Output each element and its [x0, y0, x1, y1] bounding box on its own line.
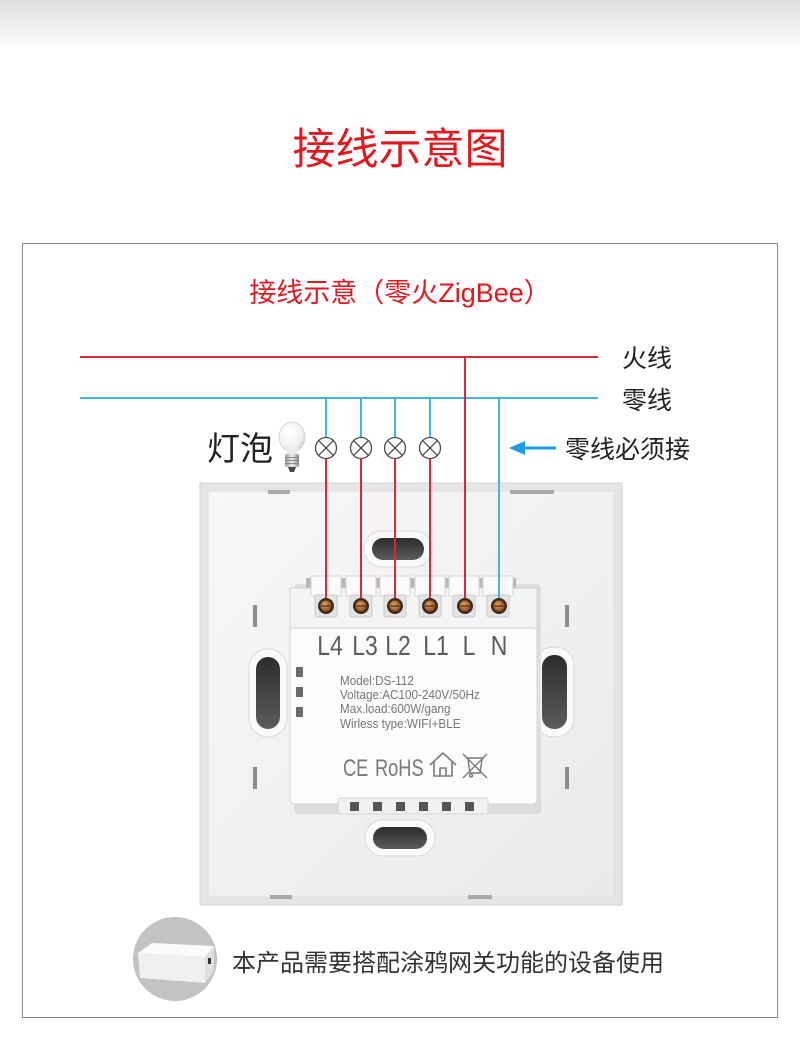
bottom-vent — [373, 802, 382, 811]
terminal-label-l1: L1 — [423, 631, 449, 662]
gateway-front-face — [138, 953, 205, 983]
panel-bottom-tab — [468, 895, 492, 899]
bulb-neck — [284, 447, 300, 455]
bin-cross — [462, 753, 488, 779]
bin-body — [467, 758, 483, 774]
bulb-label: 灯泡 — [207, 430, 273, 467]
crossed-bin-icon — [462, 753, 488, 779]
lamp-symbol-icon — [314, 436, 338, 460]
lamp-symbol-icon — [383, 436, 407, 460]
house-roof — [429, 752, 457, 766]
cert-ce-mark: CE — [343, 755, 368, 782]
arrow-head — [509, 441, 525, 455]
bottom-vent — [465, 802, 474, 811]
bottom-vent — [350, 802, 359, 811]
lamp-circuit-l3 — [349, 398, 373, 598]
module-spec-model: Model:DS-112 — [340, 673, 414, 688]
mounting-slot-left — [256, 657, 280, 729]
bottom-vent — [442, 802, 451, 811]
module-spec-max-load: Max.load:600W/gang — [340, 701, 451, 716]
module-spec-wireless: Wirless type:WIFI+BLE — [340, 716, 461, 731]
bin-wheel — [468, 773, 474, 778]
lamp-cross — [353, 440, 369, 456]
top-shade-band — [0, 0, 800, 50]
lamp-circuit-l1 — [418, 398, 442, 598]
neutral-required-note: 零线必须接 — [565, 436, 690, 464]
terminal-label-l: L — [463, 631, 476, 662]
gateway-requirement-note: 本产品需要搭配涂鸦网关功能的设备使用 — [232, 950, 664, 977]
lamp-symbol-icon — [418, 436, 442, 460]
panel-top-tab — [268, 490, 290, 494]
panel-tick-mark — [565, 767, 569, 789]
side-vent — [296, 667, 303, 677]
mounting-slot-right — [542, 655, 567, 729]
bottom-vent — [419, 802, 428, 811]
page-title: 接线示意图 — [293, 126, 508, 174]
terminal-screw-l1 — [422, 598, 438, 614]
terminal-screw-l3 — [353, 598, 369, 614]
diagram-frame — [22, 243, 778, 1018]
house-walls — [433, 762, 453, 777]
diagram-subtitle: 接线示意（零火ZigBee） — [249, 278, 551, 308]
neutral-wire-label: 零线 — [622, 387, 672, 415]
terminal-label-l4: L4 — [317, 631, 343, 662]
mounting-slot-bottom — [373, 827, 427, 849]
lamp-cross — [387, 440, 403, 456]
gateway-side-face — [205, 946, 214, 983]
panel-tick-mark — [253, 605, 257, 627]
side-vent — [296, 707, 303, 717]
panel-tick-mark — [253, 767, 257, 789]
lamp-circuit-l2 — [383, 398, 407, 598]
gateway-top-face — [138, 943, 214, 957]
bulb-tip — [288, 467, 296, 472]
lamp-symbol-icon — [349, 436, 373, 460]
cert-rohs-mark: RoHS — [375, 755, 424, 782]
panel-tick-mark — [565, 605, 569, 627]
house-icon — [429, 752, 457, 777]
live-wire-label: 火线 — [622, 345, 672, 373]
gateway-device-icon — [133, 917, 217, 1001]
terminal-screw-l2 — [387, 598, 403, 614]
module-spec-voltage: Voltage:AC100-240V/50Hz — [340, 687, 480, 702]
side-vent — [296, 687, 303, 697]
terminal-screw-l — [457, 598, 473, 614]
panel-top-tab — [510, 490, 554, 494]
terminal-label-l2: L2 — [385, 631, 411, 662]
terminal-label-n: N — [491, 631, 508, 662]
bottom-vent — [396, 802, 405, 811]
lightbulb-icon — [278, 421, 306, 472]
mounting-slot-top — [372, 538, 424, 560]
gateway-port — [208, 958, 211, 964]
lamp-cross — [422, 440, 438, 456]
terminal-screw-l4 — [318, 598, 334, 614]
terminal-screw-n — [491, 598, 507, 614]
panel-bottom-tab — [270, 895, 292, 899]
lamp-cross — [318, 440, 334, 456]
house-door — [439, 767, 447, 776]
terminal-label-l3: L3 — [352, 631, 378, 662]
lamp-circuit-l4 — [314, 398, 338, 598]
arrow-left-icon — [509, 441, 556, 455]
